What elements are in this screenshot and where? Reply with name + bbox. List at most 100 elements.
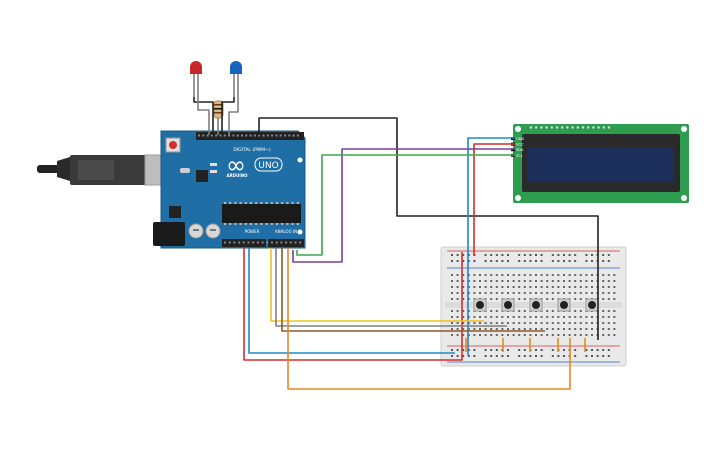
breadboard-hole — [546, 322, 549, 324]
usb-plug-grip — [78, 160, 114, 180]
analog-label: ANALOG IN — [275, 229, 297, 234]
breadboard-hole — [523, 310, 526, 312]
breadboard-hole — [574, 286, 577, 288]
breadboard-hole — [568, 286, 571, 288]
digital-pin — [296, 134, 299, 137]
breadboard-hole — [523, 316, 526, 318]
power-label: POWER — [245, 229, 260, 234]
push-button[interactable] — [473, 298, 487, 312]
breadboard-hole — [518, 292, 521, 294]
breadboard-hole — [568, 280, 571, 282]
breadboard-hole — [602, 355, 605, 357]
breadboard-hole — [591, 286, 593, 288]
push-button[interactable] — [585, 298, 599, 312]
breadboard-hole — [613, 298, 616, 300]
breadboard-hole — [563, 322, 565, 324]
breadboard-hole — [540, 274, 543, 276]
usb-interface-chip — [196, 170, 208, 182]
digital-pin — [210, 134, 213, 137]
breadboard-hole — [479, 280, 481, 282]
uno-model-text: UNO — [258, 161, 278, 171]
breadboard-hole — [602, 286, 605, 288]
breadboard-hole — [602, 254, 605, 256]
breadboard-hole — [501, 328, 504, 330]
lcd-pin-label: SCL — [516, 154, 523, 158]
breadboard-hole — [501, 322, 504, 324]
breadboard-hole — [451, 298, 453, 300]
breadboard-hole — [613, 292, 616, 294]
mounting-hole — [297, 229, 303, 235]
breadboard-hole — [479, 322, 481, 324]
breadboard-hole — [473, 322, 476, 324]
breadboard-hole — [495, 274, 498, 276]
breadboard-hole — [451, 310, 453, 312]
breadboard-hole — [484, 355, 487, 357]
breadboard-hole — [551, 349, 554, 351]
breadboard-hole — [512, 292, 515, 294]
breadboard-hole — [462, 322, 465, 324]
breadboard-hole — [456, 328, 459, 330]
breadboard-hole — [523, 355, 526, 357]
breadboard-hole — [557, 355, 560, 357]
breadboard-hole — [479, 316, 481, 318]
breadboard-hole — [585, 322, 588, 324]
breadboard-hole — [563, 254, 565, 256]
breadboard-hole — [551, 322, 554, 324]
breadboard-hole — [591, 292, 593, 294]
breadboard-hole — [484, 292, 487, 294]
chip-leg — [224, 223, 226, 225]
breadboard-hole — [574, 280, 577, 282]
breadboard-hole — [579, 322, 582, 324]
breadboard-hole — [568, 328, 571, 330]
breadboard-hole — [591, 280, 593, 282]
breadboard-hole — [585, 349, 588, 351]
breadboard-hole — [451, 349, 453, 351]
breadboard-hole — [507, 280, 509, 282]
breadboard-hole — [591, 322, 593, 324]
header-pin — [242, 241, 245, 244]
push-button[interactable] — [501, 298, 515, 312]
breadboard-hole — [574, 274, 577, 276]
rx-led — [210, 170, 217, 173]
breadboard-hole — [495, 316, 498, 318]
breadboard-hole — [574, 334, 577, 336]
breadboard-hole — [585, 286, 588, 288]
digital-pin — [223, 134, 226, 137]
breadboard-hole — [507, 349, 509, 351]
breadboard-hole — [602, 292, 605, 294]
breadboard-hole — [591, 334, 593, 336]
breadboard-hole — [540, 355, 543, 357]
breadboard-hole — [585, 260, 588, 262]
breadboard-hole — [456, 322, 459, 324]
breadboard-hole — [495, 280, 498, 282]
breadboard-hole — [523, 292, 526, 294]
breadboard-hole — [473, 334, 476, 336]
breadboard-hole — [507, 292, 509, 294]
lcd-screen — [527, 147, 674, 181]
breadboard-hole — [535, 274, 537, 276]
breadboard-hole — [495, 334, 498, 336]
chip-leg — [260, 223, 263, 225]
header-pin — [285, 241, 288, 244]
header-pin — [224, 241, 226, 244]
breadboard-hole — [523, 274, 526, 276]
digital-pin — [236, 134, 239, 137]
red-led — [190, 61, 202, 74]
bottom-pins — [224, 241, 302, 244]
breadboard-hole — [568, 316, 571, 318]
breadboard-hole — [540, 260, 543, 262]
breadboard-hole — [451, 280, 453, 282]
breadboard-hole — [579, 298, 582, 300]
breadboard-hole — [602, 280, 605, 282]
breadboard-hole — [551, 328, 554, 330]
breadboard-hole — [484, 322, 487, 324]
push-button[interactable] — [529, 298, 543, 312]
chip-leg — [276, 202, 278, 204]
push-button[interactable] — [557, 298, 571, 312]
lcd-pin — [545, 126, 548, 129]
breadboard-hole — [613, 274, 616, 276]
breadboard-hole — [518, 280, 521, 282]
breadboard-hole — [462, 260, 465, 262]
breadboard-hole — [529, 260, 532, 262]
